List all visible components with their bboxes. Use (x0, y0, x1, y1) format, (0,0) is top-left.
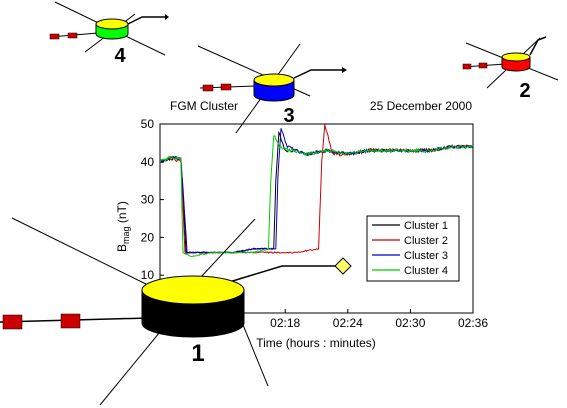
sc2-top (501, 52, 531, 62)
x-tick-label: 02:18 (270, 316, 300, 330)
sc2-magnetometer (462, 63, 472, 70)
x-tick-label: 02:24 (333, 316, 363, 330)
spacecraft-3: 3 (197, 43, 347, 134)
y-tick-label: 10 (141, 268, 155, 282)
sc2-antenna (529, 36, 547, 56)
sc3-top (253, 73, 295, 87)
sc1-magnetometer (60, 313, 81, 329)
legend-label-cluster-3: Cluster 3 (404, 250, 448, 262)
spacecraft-2: 2 (462, 36, 559, 102)
sc4-magnetometer (67, 32, 78, 39)
x-axis-label: Time (hours : minutes) (256, 336, 376, 350)
y-tick-label: 30 (141, 193, 155, 207)
series-group (160, 124, 473, 258)
sc1-top (141, 275, 245, 305)
legend-label-cluster-1: Cluster 1 (404, 220, 448, 232)
legend-label-cluster-2: Cluster 2 (404, 235, 448, 247)
sc1-magnetometer (2, 314, 23, 330)
sc1-boom (199, 218, 256, 279)
sc3-antenna (293, 69, 342, 79)
spacecraft-label-1: 1 (191, 340, 204, 367)
sc4-magnetometer (49, 33, 60, 40)
sc4-antenna (127, 16, 165, 25)
y-tick-label: 40 (141, 155, 155, 169)
sc1-antenna-tip (334, 257, 352, 275)
spacecraft-label-3: 3 (283, 105, 294, 127)
chart-title: FGM Cluster (170, 99, 238, 113)
sc4-top (95, 18, 129, 30)
x-tick-label: 02:30 (395, 316, 425, 330)
x-tick-label: 02:36 (458, 316, 488, 330)
sc1-antenna (225, 265, 336, 284)
spacecraft-label-2: 2 (519, 80, 530, 102)
spacecraft-4: 4 (49, 1, 169, 67)
sc3-antenna-tip (342, 67, 347, 73)
sc2-magnetometer (478, 62, 488, 69)
sc4-antenna-tip (165, 14, 169, 20)
spacecraft-1: 1 (0, 217, 352, 406)
y-axis-label: Bmag (nT) (115, 201, 131, 252)
sc3-magnetometer (202, 84, 214, 92)
chart-subtitle: 25 December 2000 (370, 99, 472, 113)
y-tick-label: 50 (141, 117, 155, 131)
y-tick-label: 20 (141, 230, 155, 244)
legend-label-cluster-4: Cluster 4 (404, 265, 448, 277)
sc3-magnetometer (220, 83, 232, 91)
legend: Cluster 1 Cluster 2 Cluster 3 Cluster 4 (366, 215, 460, 282)
spacecraft-label-4: 4 (114, 45, 126, 67)
sc1-boom (11, 217, 159, 291)
series-line-cluster-4 (160, 135, 473, 258)
